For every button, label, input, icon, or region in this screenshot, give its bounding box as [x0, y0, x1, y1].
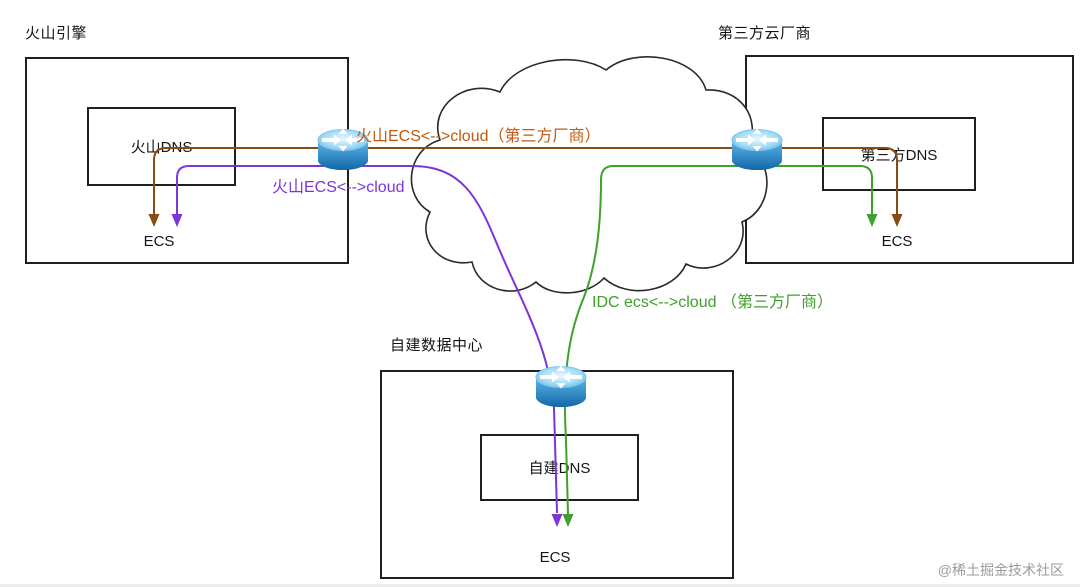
flow-label-idc-to-third: IDC ecs<-->cloud （第三方厂商） [592, 294, 833, 311]
volcano-group-title: 火山引擎 [25, 25, 88, 42]
idc-ecs-label: ECS [539, 549, 571, 566]
bottom-strip [0, 584, 1080, 587]
cloud-icon [410, 56, 768, 294]
watermark: @稀土掘金技术社区 [937, 562, 1064, 578]
third-party-ecs-label: ECS [881, 233, 913, 250]
volcano-dns-node: 火山DNS [87, 107, 236, 186]
idc-group-title: 自建数据中心 [390, 337, 484, 354]
idc-dns-node: 自建DNS [480, 434, 639, 501]
third-party-dns-node: 第三方DNS [822, 117, 976, 191]
flow-label-volcano-to-third: 火山ECS<-->cloud（第三方厂商） [356, 128, 601, 145]
volcano-group-box: 火山DNS ECS [25, 57, 349, 264]
flow-label-volcano-to-cloud: 火山ECS<-->cloud [272, 179, 405, 196]
third-party-group-title: 第三方云厂商 [718, 25, 812, 42]
idc-group-box: 自建DNS ECS [380, 370, 734, 579]
volcano-ecs-label: ECS [143, 233, 175, 250]
third-party-group-box: 第三方DNS ECS [745, 55, 1074, 264]
